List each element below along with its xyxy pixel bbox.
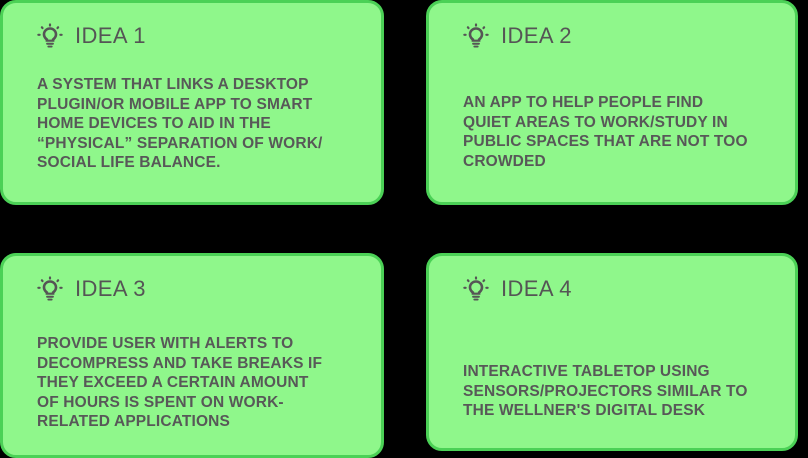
idea-card-2[interactable]: IDEA 2 AN APP TO HELP PEOPLE FIND QUIET … — [426, 0, 798, 205]
card-title: IDEA 2 — [501, 23, 572, 48]
card-header-4: IDEA 4 — [463, 276, 773, 302]
lightbulb-icon — [463, 23, 489, 49]
card-title: IDEA 3 — [75, 276, 146, 301]
card-header-3: IDEA 3 — [37, 276, 359, 302]
card-body: PROVIDE USER WITH ALERTS TO DECOMPRESS A… — [37, 335, 323, 430]
idea-card-3[interactable]: IDEA 3 PROVIDE USER WITH ALERTS TO DECOM… — [0, 253, 384, 458]
card-body: AN APP TO HELP PEOPLE FIND QUIET AREAS T… — [463, 94, 748, 170]
card-body: INTERACTIVE TABLETOP USING SENSORS/PROJE… — [463, 363, 748, 419]
card-title: IDEA 1 — [75, 23, 146, 48]
card-body: A SYSTEM THAT LINKS A DESKTOP PLUGIN/OR … — [37, 76, 323, 171]
lightbulb-icon — [463, 276, 489, 302]
idea-card-1[interactable]: IDEA 1 A SYSTEM THAT LINKS A DESKTOP PLU… — [0, 0, 384, 205]
idea-card-4[interactable]: IDEA 4 INTERACTIVE TABLETOP USING SENSOR… — [426, 253, 798, 451]
card-header-2: IDEA 2 — [463, 23, 773, 49]
card-header-1: IDEA 1 — [37, 23, 359, 49]
lightbulb-icon — [37, 23, 63, 49]
card-title: IDEA 4 — [501, 276, 572, 301]
lightbulb-icon — [37, 276, 63, 302]
